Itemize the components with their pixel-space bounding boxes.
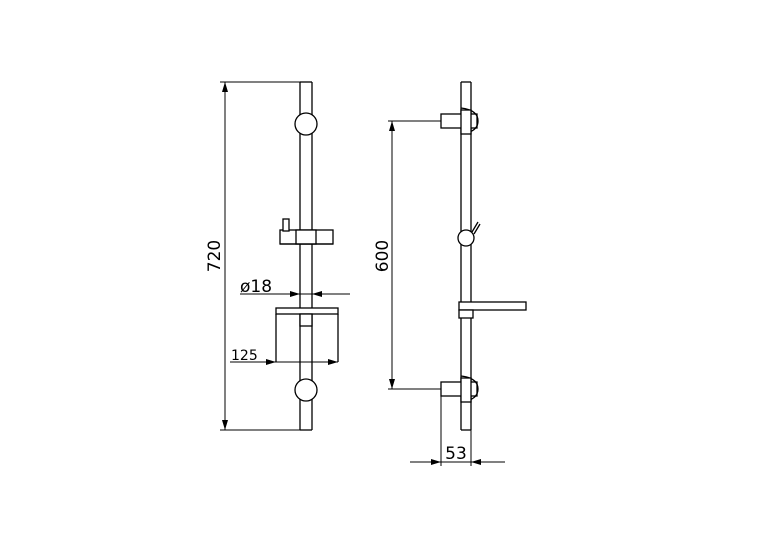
side-bottom-bracket [440,375,479,403]
front-soap-dish [275,307,339,362]
side-soap-dish [458,301,527,319]
dimension-125-label: 125 [231,348,258,364]
dimension-600 [388,120,441,390]
front-rail-tube [299,81,313,431]
dimension-720 [220,81,300,431]
front-bottom-bracket [294,378,318,402]
dimension-720-label: 720 [205,240,225,272]
side-view: 600 53 [373,81,527,466]
side-slider [457,221,481,247]
front-top-bracket [294,112,318,136]
dimension-125 [230,359,338,365]
dimension-diameter [240,291,350,297]
side-rail-tube [460,81,472,431]
front-view: 720 ø18 125 [205,81,350,431]
front-slider-holder [279,218,334,245]
dimension-53-label: 53 [445,444,467,464]
side-top-bracket [440,107,479,135]
dimension-diameter-label: ø18 [240,277,272,297]
dimension-53 [410,396,505,466]
dimension-600-label: 600 [373,240,393,272]
